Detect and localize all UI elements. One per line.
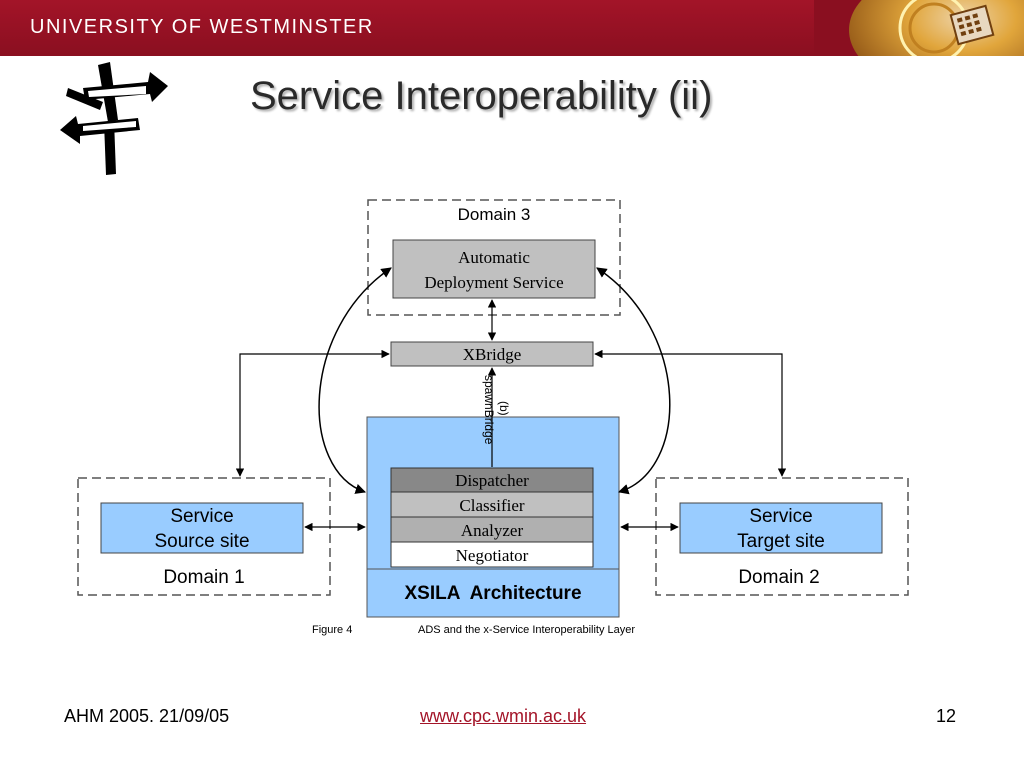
dispatcher-label: Dispatcher xyxy=(455,471,529,490)
ads-xsila-left-curve xyxy=(318,267,392,494)
xsila-architecture-bar xyxy=(366,568,620,618)
xbridge-box xyxy=(390,341,594,367)
negotiator-layer xyxy=(390,541,594,568)
page-number: 12 xyxy=(936,706,957,726)
spawnbridge-label: spawnBridge xyxy=(482,375,496,445)
classifier-layer xyxy=(390,491,594,518)
analyzer-label: Analyzer xyxy=(461,521,524,540)
website-link[interactable]: www.cpc.wmin.ac.uk xyxy=(420,706,587,726)
spawnbridge-sub-label: (b) xyxy=(497,401,511,416)
service-target-line1: Service xyxy=(749,506,812,527)
figure-caption: ADS and the x-Service Interoperability L… xyxy=(418,624,636,636)
xbridge-label: XBridge xyxy=(463,345,522,364)
ads-label-line1: Automatic xyxy=(458,248,530,267)
university-name: UNIVERSITY OF WESTMINSTER xyxy=(30,16,374,38)
service-target-box xyxy=(679,502,883,554)
signpost-logo xyxy=(58,60,173,180)
ads-label-line2: Deployment Service xyxy=(424,273,563,292)
domain1-boundary xyxy=(77,477,331,596)
classifier-label: Classifier xyxy=(459,496,524,515)
xbridge-domain1-arrow xyxy=(235,349,390,477)
service-source-line1: Service xyxy=(170,506,233,527)
service-target-line2: Target site xyxy=(737,531,825,552)
domain1-label: Domain 1 xyxy=(163,567,244,588)
dispatcher-layer xyxy=(390,467,594,493)
figure-number: Figure 4 xyxy=(312,624,353,636)
crest-logo xyxy=(814,0,1024,56)
ads-box xyxy=(392,239,596,299)
negotiator-label: Negotiator xyxy=(456,546,529,565)
xsila-architecture-label: XSILA Architecture xyxy=(404,583,581,604)
service-source-line2: Source site xyxy=(154,531,249,552)
slide-title: Service Interoperability (ii) xyxy=(250,74,713,118)
footer-event-date: AHM 2005. 21/09/05 xyxy=(64,706,230,726)
university-banner: UNIVERSITY OF WESTMINSTER xyxy=(0,0,1024,56)
service-source-box xyxy=(100,502,304,554)
ads-xsila-right-curve xyxy=(596,267,671,495)
domain2-label: Domain 2 xyxy=(738,567,819,588)
domain3-label: Domain 3 xyxy=(458,205,531,224)
domain2-boundary xyxy=(655,477,909,596)
xbridge-domain2-arrow xyxy=(594,349,787,477)
